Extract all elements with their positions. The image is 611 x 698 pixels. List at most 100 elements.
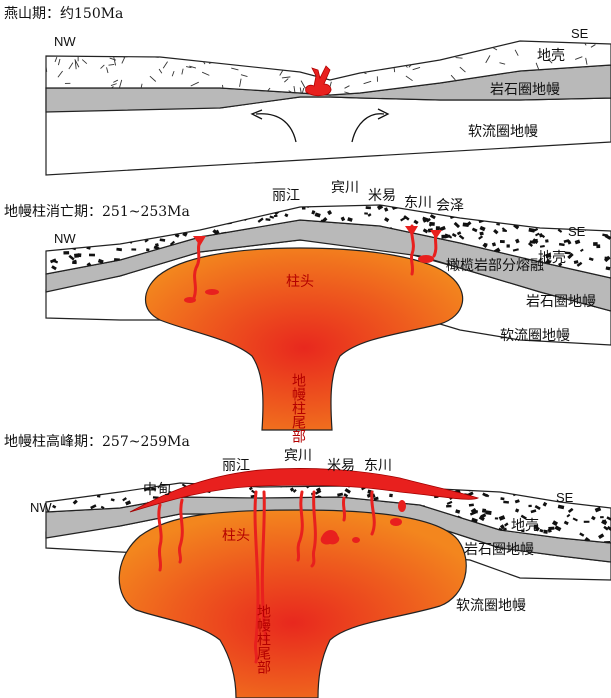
crust-mark (359, 41, 362, 46)
crust-mark (389, 494, 393, 498)
crust-mark (349, 55, 352, 60)
panel-plume-peak: 地幔柱高峰期：257~259Ma NW SE 中甸 丽江 宾川 米易 东川 地壳… (4, 433, 611, 698)
panel3-asthenosphere-label: 软流圈地幔 (456, 598, 526, 614)
panel3-plume-tail-label: 地幔柱尾部 (255, 604, 271, 674)
crust-mark (399, 62, 404, 65)
crust-mark (580, 494, 586, 499)
crust-mark (89, 254, 95, 257)
panel3-plume-head-label: 柱头 (222, 528, 250, 544)
crust-mark (460, 49, 468, 52)
crust-mark (507, 209, 511, 212)
crust-mark (63, 251, 69, 254)
crust-mark (133, 40, 141, 44)
crust-mark (548, 527, 554, 530)
crust-mark (593, 242, 598, 246)
crust-mark (74, 253, 79, 257)
panel-yanshan: 燕山期：约150Ma NW SE 地壳 岩石圈地幔 软流圈地幔 (4, 6, 611, 175)
crust-mark (95, 227, 100, 232)
crust-mark (545, 239, 549, 242)
crust-mark (288, 44, 295, 45)
panel2-plume-tail-label: 地幔柱尾部 (290, 373, 306, 443)
panel2-nw-label: NW (54, 231, 76, 246)
crust-mark (525, 489, 530, 493)
place-dongchuan-2: 东川 (404, 195, 432, 211)
crust-mark (355, 58, 362, 62)
crust-mark (178, 225, 182, 227)
place-dongchuan-3: 东川 (364, 458, 392, 474)
panel1-crust-label: 地壳 (537, 47, 565, 64)
panel2-heading: 地幔柱消亡期：251~253Ma (4, 204, 190, 220)
crust-mark (602, 203, 608, 207)
crust-mark (599, 40, 606, 42)
crust-mark (578, 209, 582, 213)
crust-mark (293, 61, 294, 70)
crust-mark (82, 481, 87, 486)
panel1-nw-label: NW (54, 34, 76, 49)
crust-mark (48, 236, 53, 241)
place-huize-2: 会泽 (436, 198, 464, 214)
crust-mark (528, 505, 531, 507)
crust-mark (74, 491, 81, 497)
crust-mark (424, 40, 430, 44)
crust-mark (224, 205, 229, 208)
crust-mark (605, 257, 610, 260)
crust-mark (252, 212, 258, 216)
place-lijiang-2: 丽江 (272, 188, 300, 204)
crust-mark (559, 211, 564, 214)
crust-mark (275, 52, 277, 57)
crust-mark (444, 41, 450, 44)
crust-mark (602, 481, 606, 485)
crust-mark (50, 485, 56, 490)
crust-mark (357, 56, 364, 60)
crust-mark (191, 53, 195, 57)
crust-mark (504, 205, 510, 208)
crust-mark (189, 208, 195, 212)
crust-mark (399, 45, 401, 50)
crust-mark (304, 199, 309, 203)
panel2-se-label: SE (568, 224, 586, 239)
crust-mark (232, 204, 235, 208)
crust-mark (482, 508, 486, 512)
crust-mark (77, 239, 83, 243)
panel2-asthenosphere-label: 软流圈地幔 (500, 328, 570, 344)
crust-mark (325, 43, 329, 48)
crust-mark (495, 517, 498, 519)
place-zhongdian-3: 中甸 (143, 482, 171, 498)
crust-mark (320, 54, 322, 61)
crust-mark (601, 484, 606, 488)
panel2-melting-label: 橄榄岩部分熔融 (446, 258, 544, 274)
place-binchuan-3: 宾川 (284, 448, 312, 464)
crust-mark (116, 201, 121, 203)
crust-mark (500, 240, 505, 243)
crust-mark (381, 62, 387, 67)
panel1-heading: 燕山期：约150Ma (4, 6, 123, 22)
panel3-se-label: SE (556, 490, 574, 505)
crust-mark (88, 485, 93, 488)
place-lijiang-3: 丽江 (222, 458, 250, 474)
panel2-lithosphere-label: 岩石圈地幔 (526, 294, 596, 310)
crust-mark (479, 482, 485, 486)
crust-mark (391, 61, 396, 63)
crust-mark (215, 206, 221, 211)
crust-mark (146, 232, 152, 235)
crust-mark (518, 206, 522, 209)
crust-mark (111, 239, 116, 243)
crust-mark (484, 210, 489, 215)
place-binchuan-2: 宾川 (331, 180, 359, 196)
crust-mark (97, 236, 101, 239)
crust-mark (520, 218, 525, 222)
crust-mark (396, 45, 402, 47)
crust-mark (242, 202, 249, 207)
panel1-se-label: SE (571, 26, 589, 41)
crust-mark (60, 491, 65, 496)
crust-mark (580, 219, 586, 222)
crust-mark (463, 222, 469, 227)
crust-mark (220, 205, 223, 208)
crust-mark (366, 206, 371, 209)
crust-mark (530, 222, 534, 226)
crust-mark (55, 48, 60, 54)
crust-mark (378, 48, 382, 55)
crust-mark (146, 248, 150, 251)
crust-mark (302, 207, 305, 209)
crust-mark (523, 221, 527, 225)
